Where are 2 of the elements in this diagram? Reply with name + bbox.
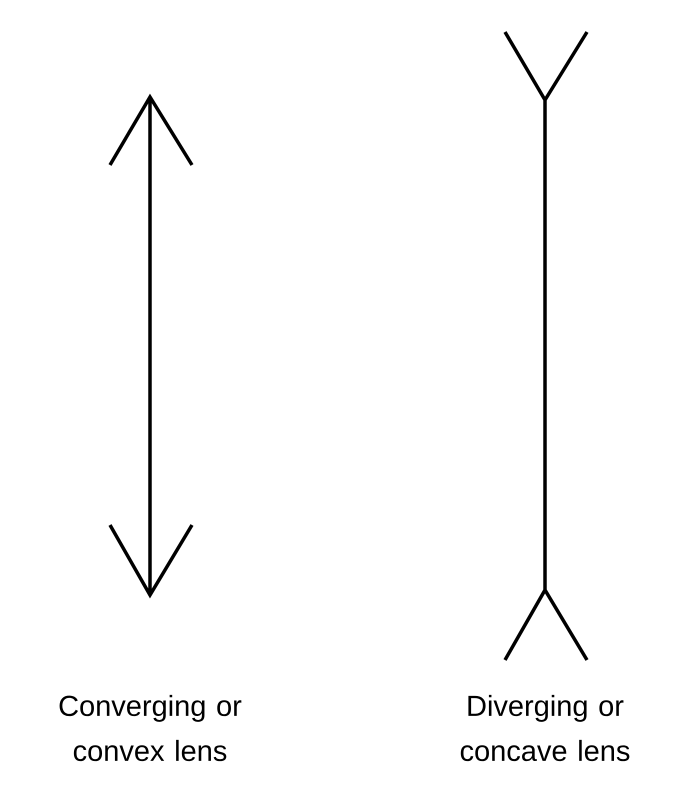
lens-caption: Converging or convex lens — [60, 694, 242, 762]
lens-caption: Diverging or concave lens — [460, 694, 630, 762]
